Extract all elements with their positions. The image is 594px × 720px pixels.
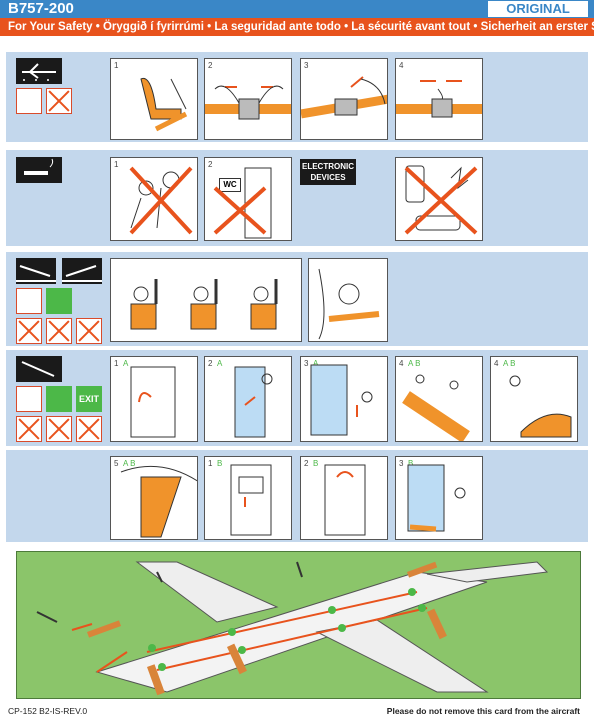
- smoking-step-1: 1: [110, 157, 198, 241]
- evac-step-2: 2 A: [204, 356, 292, 442]
- step-number: 1: [114, 160, 119, 169]
- door-code: A: [123, 359, 129, 368]
- ascending-plane-icon: [62, 258, 102, 284]
- step-number: 3: [304, 359, 309, 368]
- electronic-devices-panel: [395, 157, 483, 241]
- row-smoking-bg: [6, 150, 588, 246]
- door-code: B: [313, 459, 319, 468]
- door-b-step-1: 1 B: [204, 456, 292, 540]
- seatbelt-step-4: 4: [395, 58, 483, 140]
- step-number: 4: [494, 359, 499, 368]
- step-number: 1: [208, 459, 213, 468]
- safety-title: For Your Safety • Öryggið í fyrirrúmi • …: [0, 18, 594, 36]
- step-number: 4: [399, 359, 404, 368]
- no-smoking-icon: [46, 88, 72, 114]
- evac-step-4: 4 A B: [395, 356, 483, 442]
- evac-step-4b: 4 A B: [490, 356, 578, 442]
- smoking-step-2: 2 WC: [204, 157, 292, 241]
- evac-step-5: 5 A B: [110, 456, 198, 540]
- no-smoking-sign-icon: [16, 157, 62, 183]
- door-code: B: [408, 459, 414, 468]
- seatbelt-step-3: 3: [300, 58, 388, 140]
- door-b-step-2: 2 B: [300, 456, 388, 540]
- step-number: 4: [399, 61, 404, 70]
- wc-sign: WC: [219, 178, 241, 192]
- step-number: 1: [114, 359, 119, 368]
- descending-plane-icon: [16, 258, 56, 284]
- step-number: 3: [304, 61, 309, 70]
- no-baggage-icon: [76, 416, 102, 442]
- original-badge: ORIGINAL: [488, 1, 588, 17]
- seatbelt-step-1: 1: [110, 58, 198, 140]
- door-code: A: [217, 359, 223, 368]
- card-code: CP-152 B2-IS-REV.0: [8, 706, 88, 716]
- evac-step-3: 3 A: [300, 356, 388, 442]
- seatbelt-step-2: 2: [204, 58, 292, 140]
- no-smoking-icon: [16, 318, 42, 344]
- no-electronics-icon: [46, 318, 72, 344]
- door-code: A B: [503, 359, 516, 368]
- door-b-step-3: 3 B: [395, 456, 483, 540]
- plane-landing-icon: [16, 58, 62, 84]
- step-number: 2: [208, 359, 213, 368]
- no-smoking-icon: [16, 416, 42, 442]
- brace-position-panel: [110, 258, 302, 342]
- row-seatbelt-bg: [6, 52, 588, 142]
- electronic-devices-label: ELECTRONIC DEVICES: [300, 159, 356, 185]
- door-code: B: [217, 459, 223, 468]
- exit-light-icon: [46, 288, 72, 314]
- step-number: 3: [399, 459, 404, 468]
- card-notice: Please do not remove this card from the …: [386, 706, 580, 716]
- seatbelt-sign-icon: [16, 386, 42, 412]
- no-electronics-icon: [46, 416, 72, 442]
- seatbelt-sign-icon: [16, 88, 42, 114]
- door-code: A: [313, 359, 319, 368]
- evacuation-plan-view: [16, 551, 581, 699]
- door-code: A B: [123, 459, 136, 468]
- step-number: 2: [208, 61, 213, 70]
- step-number: 1: [114, 61, 119, 70]
- header-bar: B757-200 ORIGINAL: [0, 0, 594, 18]
- aircraft-model: B757-200: [8, 0, 74, 17]
- step-number: 5: [114, 459, 119, 468]
- seatbelt-sign-icon: [16, 288, 42, 314]
- no-baggage-icon: [76, 318, 102, 344]
- exit-sign: EXIT: [76, 386, 102, 412]
- step-number: 2: [208, 160, 213, 169]
- row-evac2-bg: [6, 450, 588, 542]
- door-code: A B: [408, 359, 421, 368]
- evac-step-1: 1 A: [110, 356, 198, 442]
- step-number: 2: [304, 459, 309, 468]
- descending-plane-icon: [16, 356, 62, 382]
- brace-closeup-panel: [308, 258, 388, 342]
- exit-light-icon: [46, 386, 72, 412]
